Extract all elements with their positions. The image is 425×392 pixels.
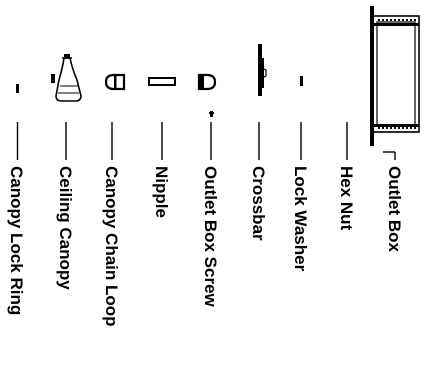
outlet-box-drawing bbox=[370, 6, 420, 146]
canopy-lock-ring-drawing bbox=[16, 84, 19, 93]
lock-washer-drawing bbox=[300, 76, 303, 86]
label-ceiling-canopy: Ceiling Canopy bbox=[56, 166, 75, 290]
label-crossbar: Crossbar bbox=[249, 166, 268, 241]
ceiling-canopy-drawing bbox=[51, 54, 82, 102]
nipple-drawing bbox=[148, 77, 176, 86]
canopy-chain-loop-drawing bbox=[104, 73, 126, 91]
label-outlet-box-screw: Outlet Box Screw bbox=[201, 166, 220, 308]
crossbar-drawing bbox=[258, 44, 267, 96]
label-hex-nut: Hex Nut bbox=[337, 166, 356, 231]
label-outlet-box: Outlet Box bbox=[385, 166, 404, 252]
leader-lines bbox=[16, 122, 396, 160]
outlet-box-screw-head-drawing bbox=[197, 73, 217, 91]
outlet-box-screw-drawing bbox=[209, 111, 214, 117]
part-labels: Canopy Lock Ring Ceiling Canopy Canopy C… bbox=[7, 166, 404, 327]
label-lock-washer: Lock Washer bbox=[291, 166, 310, 272]
label-canopy-chain-loop: Canopy Chain Loop bbox=[102, 166, 121, 327]
label-nipple: Nipple bbox=[152, 166, 171, 218]
label-canopy-lock-ring: Canopy Lock Ring bbox=[7, 166, 26, 315]
